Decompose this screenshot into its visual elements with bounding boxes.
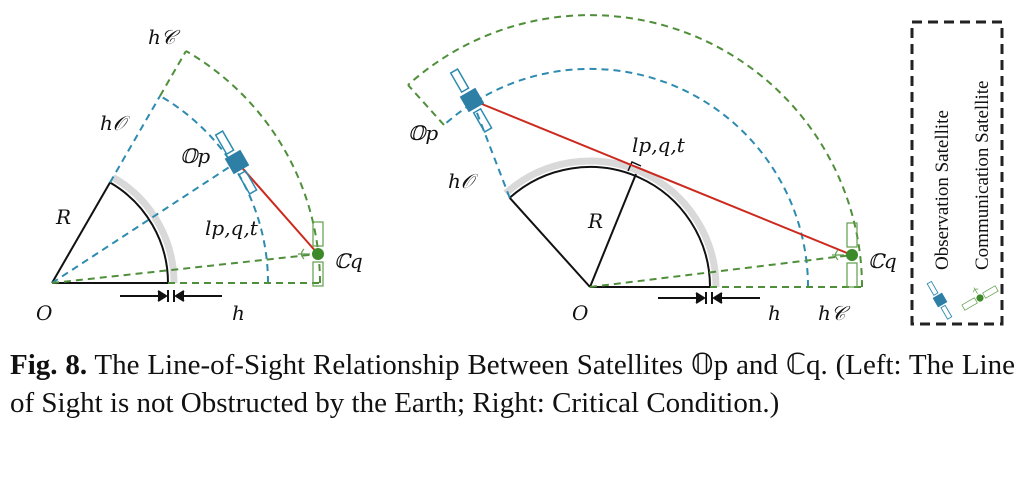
sector-edge-green xyxy=(407,84,445,126)
line-of-sight xyxy=(236,161,319,255)
legend: Observation Satellite Communication Sate… xyxy=(910,20,1004,326)
sector-edge-blue xyxy=(109,95,161,184)
line-to-cq xyxy=(589,254,853,288)
legend-observation-label: Observation Satellite xyxy=(932,110,953,270)
sector-edge-blue xyxy=(471,99,511,199)
label-l: lp,q,t xyxy=(632,133,686,157)
label-r: R xyxy=(587,209,603,233)
h-gap-arrows xyxy=(658,292,760,304)
label-ho: h𝒪 xyxy=(448,169,479,193)
label-l: lp,q,t xyxy=(205,216,259,240)
label-hc: h𝒞 xyxy=(818,301,851,325)
sector-edge-green xyxy=(159,50,187,97)
earth-shadow-arc xyxy=(503,157,720,288)
line-to-op xyxy=(51,161,238,284)
left-diagram xyxy=(51,50,325,302)
line-to-cq xyxy=(51,253,319,284)
communication-orbit xyxy=(407,14,863,288)
earth-radius-line xyxy=(51,182,111,284)
h-gap-arrows xyxy=(120,290,222,302)
diagram-canvas: h𝒞 h𝒪 𝕆p R lp,q,t ℂq O h 𝕆p h𝒪 lp,q,t R … xyxy=(36,14,1004,326)
label-h: h xyxy=(768,301,781,325)
label-op: 𝕆p xyxy=(408,121,438,145)
line-of-sight xyxy=(471,99,853,256)
earth-edge-line xyxy=(508,197,591,288)
label-o: O xyxy=(572,301,588,325)
figure-caption: Fig. 8. The Line-of-Sight Relationship B… xyxy=(10,346,1015,422)
label-ho: h𝒪 xyxy=(100,111,131,135)
legend-communication-label: Communication Satellite xyxy=(972,81,993,270)
label-o: O xyxy=(36,301,52,325)
right-diagram xyxy=(407,14,863,304)
communication-orbit xyxy=(185,50,321,284)
label-hc: h𝒞 xyxy=(148,25,181,49)
legend-observation-icon xyxy=(926,280,953,320)
observation-orbit xyxy=(159,95,269,284)
label-cq: ℂq xyxy=(868,249,897,273)
legend-communication-icon xyxy=(957,277,999,312)
label-op: 𝕆p xyxy=(180,144,210,168)
observation-satellite-icon xyxy=(449,68,493,133)
earth-shadow-arc xyxy=(111,174,178,284)
label-cq: ℂq xyxy=(334,249,363,273)
right-angle-mark xyxy=(627,161,642,172)
caption-figure-number: Fig. 8. xyxy=(10,349,88,381)
label-h: h xyxy=(232,301,245,325)
earth-arc xyxy=(109,181,169,284)
earth-radius-line xyxy=(589,173,637,288)
earth-arc xyxy=(509,165,711,288)
observation-satellite-icon xyxy=(214,130,258,195)
caption-text: The Line-of-Sight Relationship Between S… xyxy=(10,349,1015,419)
observation-orbit xyxy=(443,67,809,288)
label-r: R xyxy=(55,205,71,229)
